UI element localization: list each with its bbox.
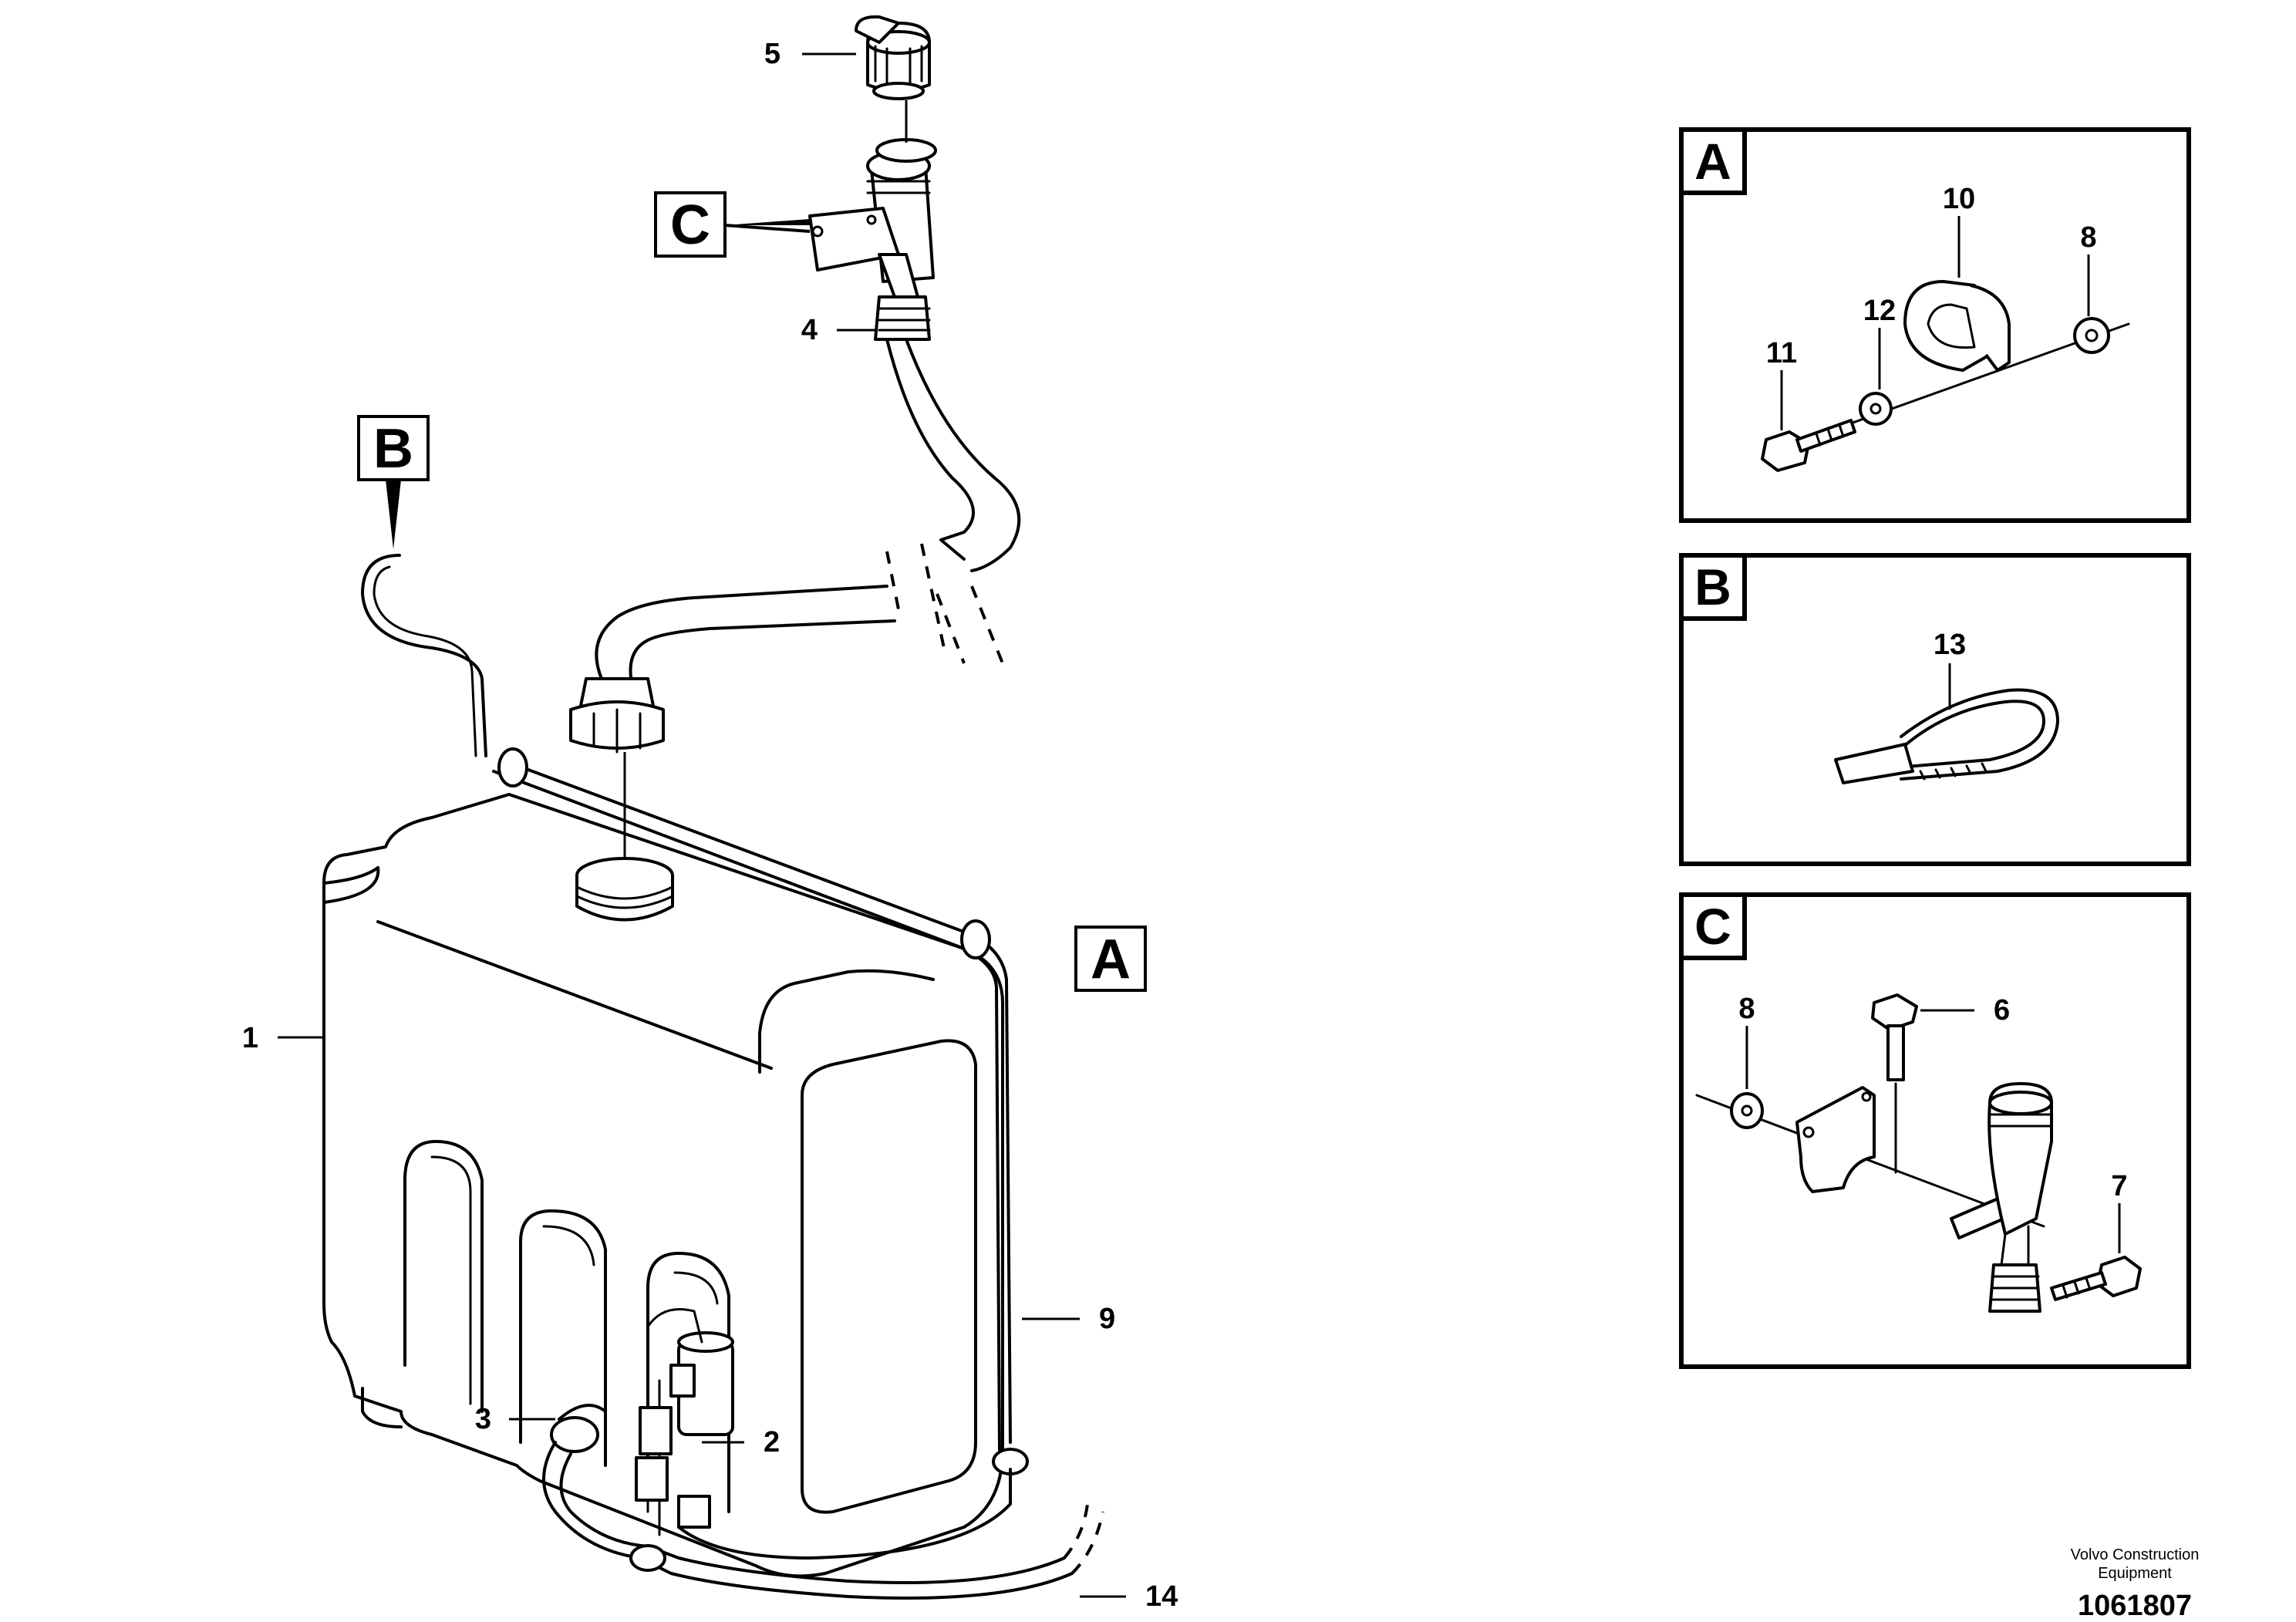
cable-tie: [1834, 688, 2059, 784]
svg-text:C: C: [1694, 898, 1731, 955]
view-ref-b: B: [357, 415, 430, 549]
detail-a-callout-12: 12: [1863, 295, 1896, 327]
reservoir-tank: [322, 793, 1004, 1578]
callout-14: 14: [1145, 1580, 1178, 1613]
drawing-number: 1061807: [2078, 1590, 2192, 1622]
callout-2: 2: [764, 1426, 780, 1458]
tank-filler-neck: [575, 857, 674, 922]
svg-text:B: B: [1694, 558, 1731, 615]
washer-reservoir-assembly: [278, 15, 1126, 1600]
filler-neck-with-bracket: [808, 100, 937, 298]
washer-supply-lines: [542, 1441, 1104, 1600]
filler-hose: [569, 295, 1021, 860]
callout-1: 1: [242, 1022, 258, 1054]
svg-text:C: C: [670, 194, 710, 256]
tank-outlet-nozzle: [550, 1404, 607, 1453]
view-ref-c: C: [654, 191, 811, 258]
washer-pump: [635, 1308, 734, 1536]
detail-c-callout-7: 7: [2111, 1170, 2127, 1202]
credit-line-2: Equipment: [2098, 1565, 2172, 1582]
callout-4: 4: [801, 314, 818, 346]
detail-box-b: B 13: [1679, 553, 2191, 866]
detail-box-a: A 10 8 12 11: [1679, 127, 2191, 523]
detail-b-callout-13: 13: [1934, 629, 1966, 661]
credit-line-1: Volvo Construction: [2071, 1546, 2200, 1563]
vent-tube: [492, 747, 1029, 1475]
callout-9: 9: [1099, 1303, 1115, 1335]
detail-c-callout-6: 6: [1994, 994, 2010, 1027]
detail-a-callout-10: 10: [1943, 183, 1975, 215]
svg-text:A: A: [1694, 133, 1731, 190]
callout-5: 5: [764, 38, 781, 70]
detail-a-callout-11: 11: [1766, 337, 1797, 369]
filler-cap: [855, 15, 931, 100]
svg-text:B: B: [373, 418, 413, 480]
callout-3: 3: [475, 1403, 491, 1435]
detail-box-c: C 8 6 7: [1679, 892, 2191, 1369]
detail-a-callout-8: 8: [2080, 221, 2096, 254]
detail-c-callout-8: 8: [1738, 993, 1755, 1025]
view-ref-a: A: [1074, 926, 1147, 992]
svg-text:A: A: [1091, 929, 1131, 990]
